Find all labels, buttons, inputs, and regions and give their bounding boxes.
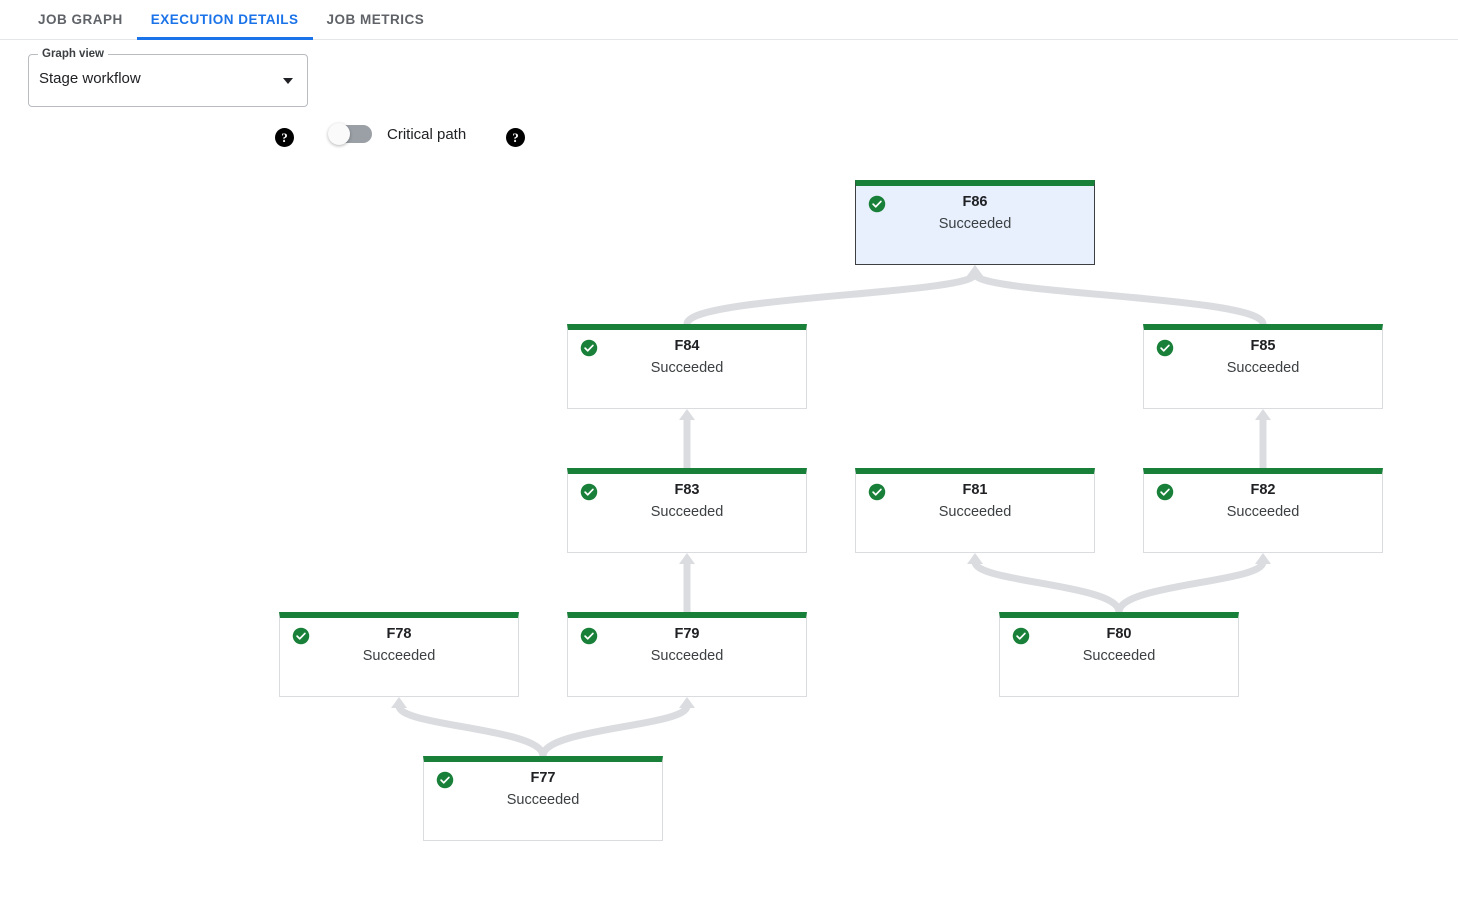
graph-edge-arrowhead (391, 697, 407, 708)
graph-edge-arrowhead (679, 697, 695, 708)
graph-toolbar: Graph view Stage workflow ? Critical pat… (0, 40, 1458, 147)
graph-node-status: Succeeded (1226, 360, 1300, 376)
tab-job-metrics[interactable]: JOB METRICS (313, 0, 439, 39)
chevron-down-icon[interactable] (283, 78, 293, 84)
graph-node-title: F82 (1250, 482, 1276, 498)
graph-node-title: F83 (674, 482, 700, 498)
help-icon-critical-path[interactable]: ? (506, 128, 525, 147)
check-circle-icon (292, 627, 310, 645)
graph-view-label: Graph view (38, 47, 108, 61)
graph-node-status: Succeeded (938, 216, 1012, 232)
graph-edge-arrowhead (967, 265, 983, 276)
graph-view-select[interactable]: Graph view Stage workflow (28, 47, 308, 107)
graph-edge-f80-f82 (1115, 558, 1267, 616)
check-circle-icon (868, 483, 886, 501)
help-icon-graph-view[interactable]: ? (275, 128, 294, 147)
graph-node-title: F77 (530, 770, 556, 786)
graph-node-title: F79 (674, 626, 700, 642)
graph-edge-arrowhead (679, 409, 695, 420)
graph-edge-f77-f78 (395, 702, 547, 760)
check-circle-icon (580, 627, 598, 645)
graph-edge-layer (391, 265, 1271, 760)
graph-edge-f77-f79 (539, 702, 691, 760)
graph-edge-f80-f81 (971, 558, 1123, 616)
toggle-track[interactable] (328, 123, 372, 145)
tab-job-graph[interactable]: JOB GRAPH (24, 0, 137, 39)
graph-node-title: F85 (1250, 338, 1276, 354)
tab-execution-details[interactable]: EXECUTION DETAILS (136, 0, 313, 40)
critical-path-label: Critical path (387, 125, 467, 143)
graph-edge-f84-f86 (683, 270, 979, 328)
graph-node-title: F78 (386, 626, 412, 642)
check-circle-icon (580, 339, 598, 357)
check-circle-icon (580, 483, 598, 501)
graph-edge-arrowhead (679, 553, 695, 564)
graph-node-status: Succeeded (650, 504, 724, 520)
graph-node-title: F81 (962, 482, 988, 498)
graph-node-title: F80 (1106, 626, 1132, 642)
check-circle-icon (1156, 339, 1174, 357)
tab-job-graph-label: JOB GRAPH (38, 12, 123, 27)
check-circle-icon (1156, 483, 1174, 501)
graph-edge-f85-f86 (971, 270, 1267, 328)
check-circle-icon (868, 195, 886, 213)
graph-node-status: Succeeded (362, 648, 436, 664)
graph-edge-arrowhead (1255, 409, 1271, 420)
graph-node-status: Succeeded (1082, 648, 1156, 664)
graph-view-value: Stage workflow (39, 70, 141, 87)
graph-node-title: F84 (674, 338, 700, 354)
toggle-knob[interactable] (328, 123, 350, 145)
graph-edge-arrowhead (1255, 553, 1271, 564)
check-circle-icon (1012, 627, 1030, 645)
graph-node-status: Succeeded (650, 360, 724, 376)
graph-edge-arrowhead (967, 553, 983, 564)
graph-node-status: Succeeded (938, 504, 1012, 520)
tab-bar: JOB GRAPH EXECUTION DETAILS JOB METRICS (0, 0, 1458, 40)
tab-execution-details-label: EXECUTION DETAILS (150, 12, 299, 27)
critical-path-toggle[interactable]: Critical path (328, 123, 467, 145)
graph-node-title: F86 (962, 194, 988, 210)
graph-node-status: Succeeded (1226, 504, 1300, 520)
graph-node-status: Succeeded (506, 792, 580, 808)
check-circle-icon (436, 771, 454, 789)
graph-node-status: Succeeded (650, 648, 724, 664)
tab-job-metrics-label: JOB METRICS (326, 12, 425, 27)
